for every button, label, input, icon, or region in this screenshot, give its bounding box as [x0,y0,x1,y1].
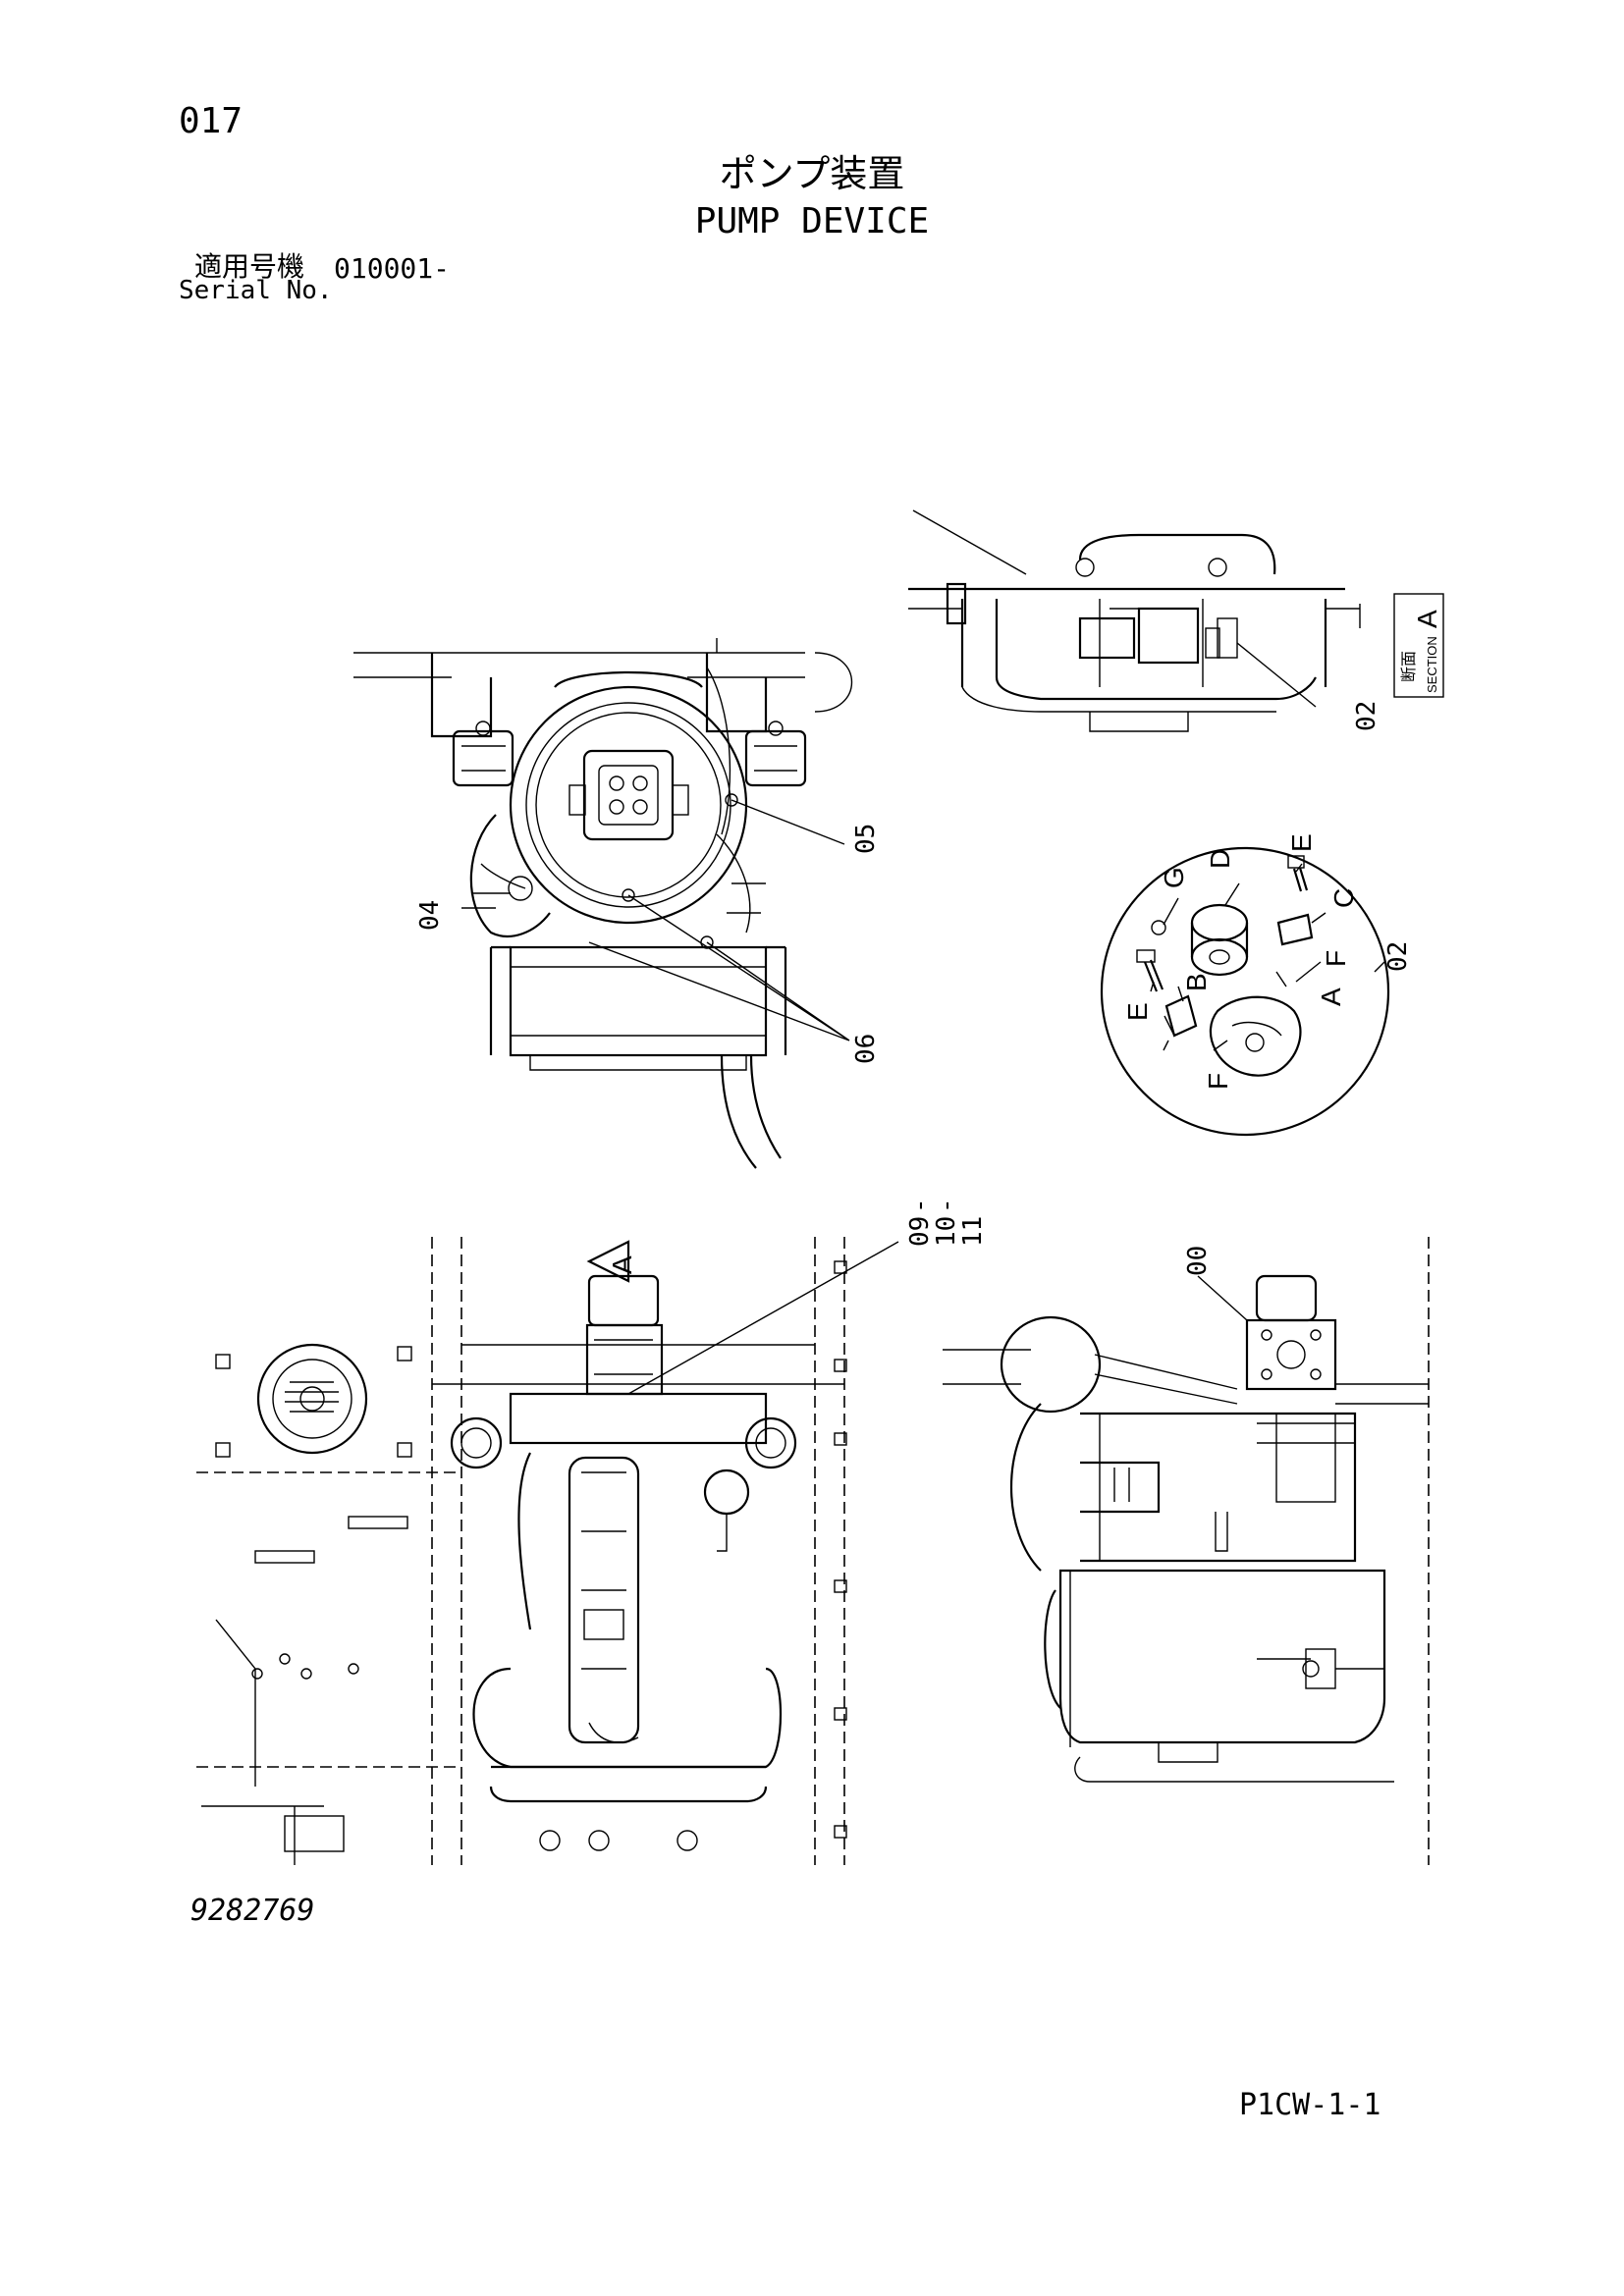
section-a-box [1393,593,1444,698]
detail-letter-e-lower: E [1122,1002,1153,1021]
callout-02-section: 02 [1352,701,1381,731]
callout-sep-2: - [932,1198,961,1213]
callout-05: 05 [851,824,881,854]
serial-label-jp: 適用号機 [194,250,305,283]
detail-view [1100,846,1390,1137]
detail-letter-a: A [1316,988,1346,1006]
detail-letter-g: G [1159,867,1189,888]
callout-10: 10 [932,1216,961,1247]
detail-letter-e-upper: E [1286,833,1317,852]
section-label-jp: 断面 [1399,651,1418,682]
page-title-en: PUMP DEVICE [694,201,930,241]
page-title-jp: ポンプ装置 [719,152,905,195]
section-view [908,509,1361,732]
page-code: P1CW-1-1 [1239,2088,1381,2122]
view-arrow-letter: A [607,1255,637,1274]
document-number: 9282769 [190,1894,315,1928]
side-view [943,1237,1430,1865]
callout-02-detail: 02 [1383,941,1413,972]
callout-11: 11 [958,1216,988,1247]
callout-09: 09 [905,1216,935,1247]
detail-letter-f-upper: F [1321,950,1351,967]
top-view [196,1237,899,1865]
section-label-en: SECTION [1425,636,1439,693]
detail-letter-b: B [1181,973,1212,991]
page-number: 017 [179,101,244,141]
detail-letter-c: C [1328,888,1359,908]
serial-value: 010001- [334,252,451,285]
detail-letter-f-lower: F [1203,1073,1233,1090]
callout-04: 04 [415,900,445,931]
serial-label-en: Serial No. [179,276,333,305]
callout-06: 06 [851,1034,881,1064]
callout-sep-1: - [905,1198,935,1213]
callout-00: 00 [1183,1246,1213,1276]
front-view [353,638,852,1169]
detail-letter-d: D [1205,849,1235,869]
section-letter: A [1412,610,1442,628]
